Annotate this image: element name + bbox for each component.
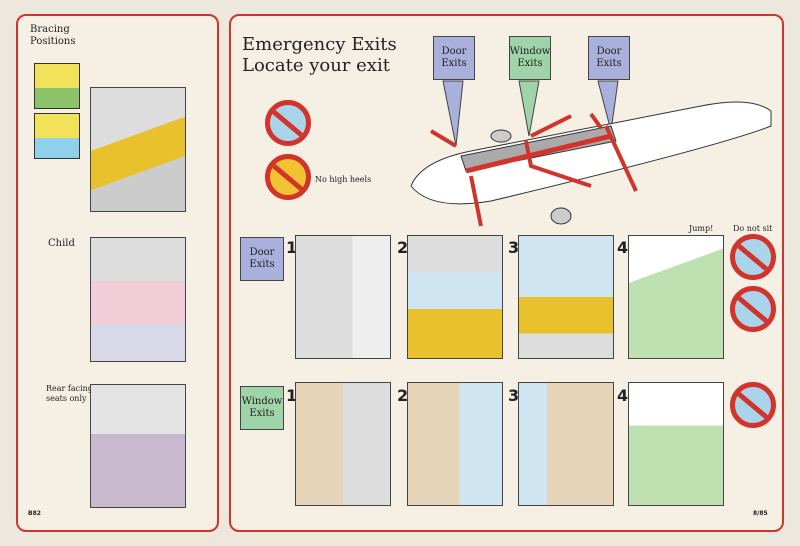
no-smoking-icon <box>265 100 311 146</box>
window-step-1-number: 1 <box>286 386 298 405</box>
plane-over-land-icon <box>34 63 80 109</box>
brace-adult-illustration <box>90 87 186 212</box>
door-step-4-illustration <box>628 235 724 359</box>
window-step-2-number: 2 <box>397 386 409 405</box>
bracing-title: Bracing Positions <box>30 24 76 47</box>
window-exits-label: Window Exits <box>240 386 284 430</box>
airplane-exit-diagram <box>410 80 772 227</box>
window-step-3-number: 3 <box>508 386 520 405</box>
callout-door-front: Door Exits <box>433 36 475 80</box>
rear-facing-illustration <box>90 384 186 508</box>
plane-over-water-icon <box>34 113 80 159</box>
title-line-2: Locate your exit <box>242 55 390 76</box>
child-label: Child <box>48 238 75 249</box>
door-step-1-illustration <box>295 235 391 359</box>
jump-label: Jump! <box>689 224 714 233</box>
title-line-1: Emergency Exits <box>242 34 397 55</box>
door-step-3-number: 3 <box>508 238 520 257</box>
window-step-2-illustration <box>407 382 503 506</box>
door-step-1-number: 1 <box>286 238 298 257</box>
callout-window: Window Exits <box>509 36 551 80</box>
window-step-4-number: 4 <box>617 386 629 405</box>
window-step-4-illustration <box>628 382 724 506</box>
rear-facing-label: Rear facing seats only <box>46 384 93 403</box>
door-step-2-number: 2 <box>397 238 409 257</box>
no-baggage-window-icon <box>730 382 776 428</box>
door-step-3-illustration <box>518 235 614 359</box>
do-not-sit-icon <box>730 234 776 280</box>
door-exits-label: Door Exits <box>240 237 284 281</box>
exits-panel: Emergency Exits Locate your exit Door Ex… <box>229 14 784 532</box>
page-code: B82 <box>28 510 41 517</box>
callout-door-rear: Door Exits <box>588 36 630 80</box>
exits-title: Emergency Exits Locate your exit <box>242 34 397 76</box>
window-step-1-illustration <box>295 382 391 506</box>
edition-code: 8/85 <box>753 510 768 517</box>
door-step-4-number: 4 <box>617 238 629 257</box>
bracing-panel: Bracing Positions Child Rear facing seat… <box>16 14 219 532</box>
no-heels-label: No high heels <box>315 175 372 184</box>
brace-child-illustration <box>90 237 186 362</box>
door-step-2-illustration <box>407 235 503 359</box>
do-not-sit-label: Do not sit <box>733 224 773 233</box>
window-step-3-illustration <box>518 382 614 506</box>
no-high-heels-icon <box>265 154 311 200</box>
no-baggage-icon <box>730 286 776 332</box>
